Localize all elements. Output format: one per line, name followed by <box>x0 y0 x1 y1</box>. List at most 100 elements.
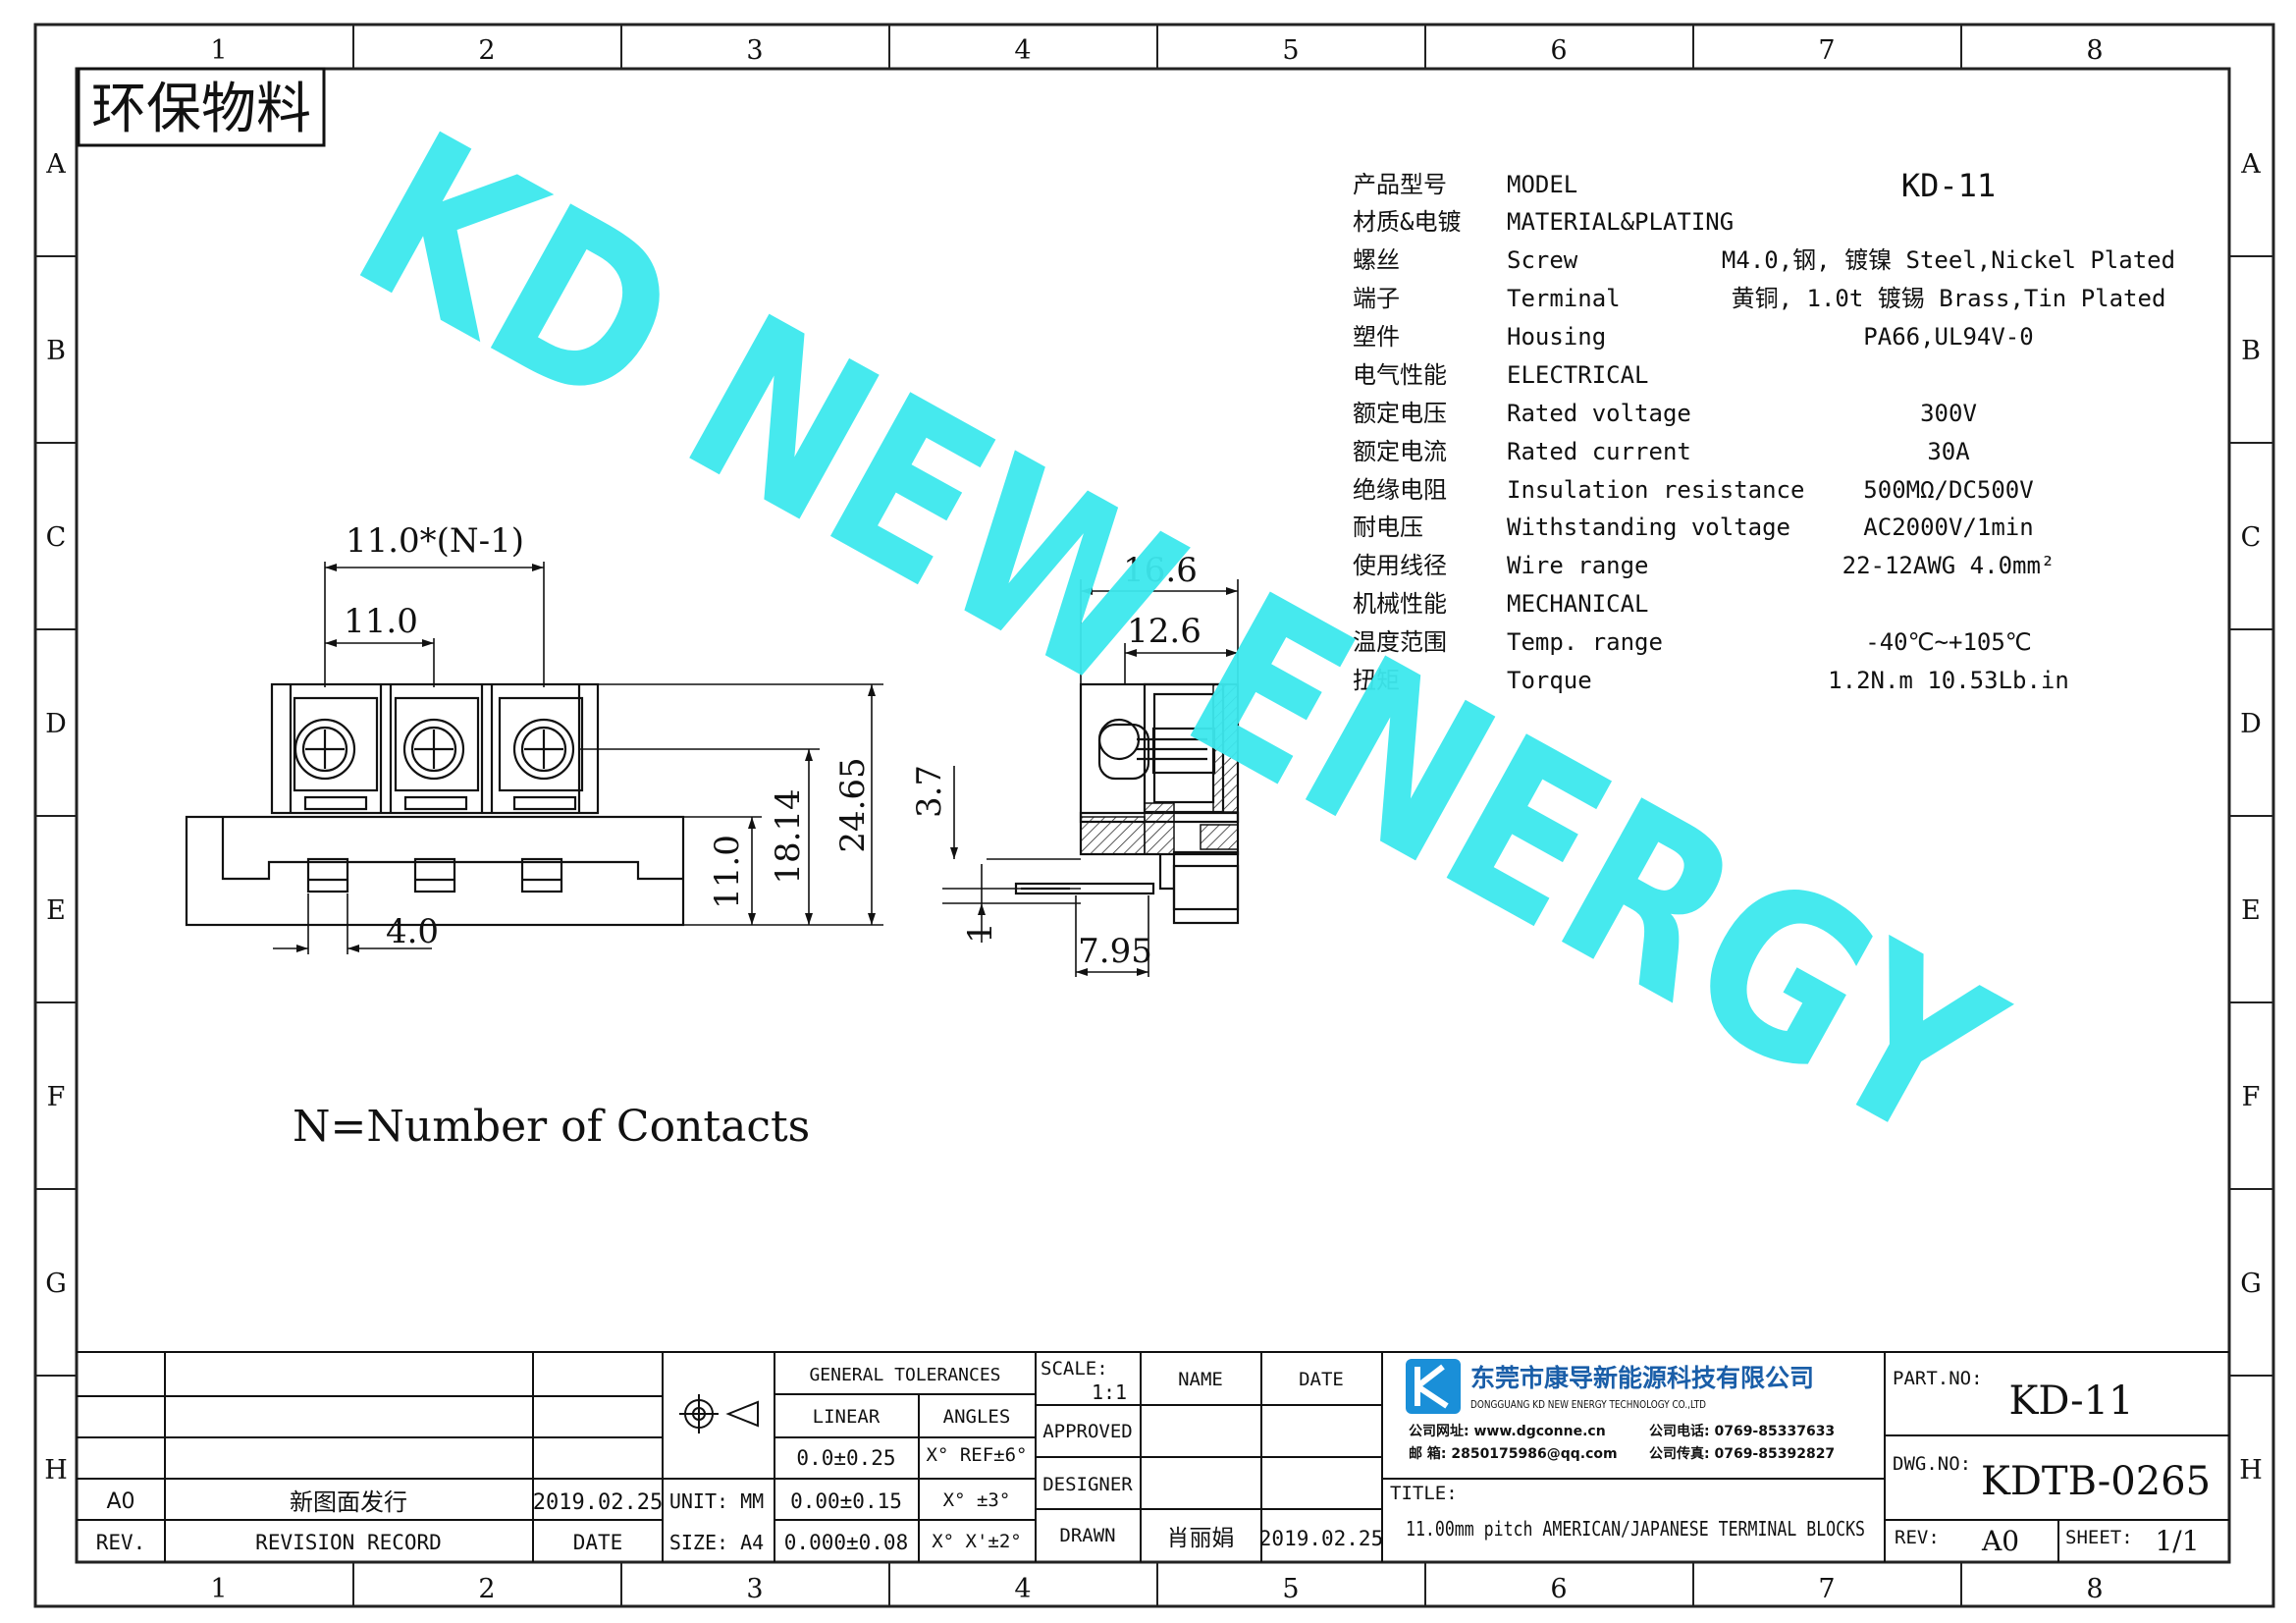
designer-label: DESIGNER <box>1042 1474 1133 1495</box>
spec-en-13: Torque <box>1507 667 1592 694</box>
spec-cn-10: 使用线径 <box>1353 552 1447 579</box>
front-view <box>185 682 685 927</box>
spec-en-3: Terminal <box>1507 285 1621 312</box>
company-fax: 公司传真: 0769-85392827 <box>1649 1445 1835 1462</box>
row-label-g-right: G <box>2240 1269 2262 1299</box>
dwg-no-label: DWG.NO: <box>1893 1453 1971 1475</box>
rev-date: 2019.02.25 <box>533 1490 663 1515</box>
company-phone: 公司电话: 0769-85337633 <box>1649 1423 1835 1439</box>
part-no-value: KD-11 <box>2008 1379 2133 1424</box>
company-cn: 东莞市康导新能源科技有限公司 <box>1470 1364 1814 1392</box>
dim-width-outer: 16.6 <box>1123 551 1198 590</box>
projection-symbol-icon <box>679 1394 759 1434</box>
row-label-d-right: D <box>2240 709 2262 739</box>
spec-val-2: M4.0,钢, 镀镍 Steel,Nickel Plated <box>1722 246 2175 274</box>
spec-en-5: ELECTRICAL <box>1507 361 1649 389</box>
tol-linear-1: 0.0±0.25 <box>796 1446 895 1470</box>
spec-en-4: Housing <box>1507 323 1606 351</box>
spec-val-10: 22-12AWG 4.0mm² <box>1842 552 2056 579</box>
approved-label: APPROVED <box>1042 1421 1133 1442</box>
rev-code: A0 <box>106 1489 134 1514</box>
spec-cn-3: 端子 <box>1353 285 1400 312</box>
spec-val-7: 30A <box>1927 438 1970 465</box>
drawn-date: 2019.02.25 <box>1259 1527 1383 1550</box>
rev-date-label: DATE <box>573 1531 623 1554</box>
company-logo-icon <box>1406 1359 1461 1414</box>
spec-cn-2: 螺丝 <box>1353 246 1400 274</box>
dim-height-mid: 18.14 <box>769 788 808 884</box>
scale-label: SCALE: <box>1041 1358 1108 1380</box>
col-label-1-top: 1 <box>210 35 227 66</box>
spec-cn-11: 机械性能 <box>1353 590 1447 618</box>
part-no-label: PART.NO: <box>1893 1368 1983 1389</box>
spec-en-1: MATERIAL&PLATING <box>1507 208 1734 236</box>
tol-angle-2: X° ±3° <box>943 1489 1011 1511</box>
row-label-c-left: C <box>46 522 67 553</box>
eco-stamp-box <box>77 67 326 147</box>
dim-width-inner: 12.6 <box>1127 612 1201 651</box>
row-label-f-left: F <box>47 1082 66 1112</box>
spec-en-8: Insulation resistance <box>1507 476 1804 504</box>
side-dimensions <box>942 579 1239 977</box>
col-label-4-bottom: 4 <box>1014 1574 1031 1604</box>
tol-linear-3: 0.000±0.08 <box>784 1531 908 1554</box>
side-hatch-2 <box>1144 802 1175 855</box>
row-label-g-left: G <box>45 1269 67 1299</box>
row-label-b-left: B <box>46 336 66 366</box>
row-label-c-right: C <box>2241 522 2262 553</box>
spec-cn-12: 温度范围 <box>1353 628 1447 656</box>
size-label: SIZE: A4 <box>669 1531 764 1554</box>
spec-cn-8: 绝缘电阻 <box>1353 476 1447 504</box>
angles-header: ANGLES <box>943 1406 1011 1428</box>
spec-cn-13: 扭矩 <box>1353 667 1400 694</box>
col-label-2-bottom: 2 <box>478 1574 495 1604</box>
row-label-h-left: H <box>44 1455 68 1486</box>
drawn-label: DRAWN <box>1059 1525 1115 1546</box>
spec-en-2: Screw <box>1507 246 1578 274</box>
rev-field-label: REV: <box>1895 1527 1940 1548</box>
spec-val-0: KD-11 <box>1901 167 1996 204</box>
sheet-label: SHEET: <box>2065 1527 2133 1548</box>
title-block <box>77 1351 2229 1562</box>
dim-side-h: 3.7 <box>910 765 949 818</box>
side-hatch-3 <box>1212 683 1239 813</box>
row-label-f-right: F <box>2242 1082 2261 1112</box>
rev-desc: 新图面发行 <box>290 1488 407 1516</box>
rev-field-value: A0 <box>1981 1525 2019 1557</box>
col-label-7-top: 7 <box>1818 35 1835 66</box>
company-website: 公司网址: www.dgconne.cn <box>1409 1423 1606 1439</box>
row-label-b-right: B <box>2241 336 2261 366</box>
unit-label: UNIT: MM <box>669 1489 764 1513</box>
col-label-4-top: 4 <box>1014 35 1031 66</box>
spec-val-4: PA66,UL94V-0 <box>1863 323 2033 351</box>
spec-en-10: Wire range <box>1507 552 1649 579</box>
spec-en-7: Rated current <box>1507 438 1691 465</box>
eco-stamp-text: 环保物料 <box>91 78 311 141</box>
spec-cn-5: 电气性能 <box>1353 361 1447 389</box>
col-label-6-top: 6 <box>1550 35 1567 66</box>
dim-side-t: 1 <box>961 922 1000 944</box>
col-label-8-top: 8 <box>2086 35 2103 66</box>
spec-cn-4: 塑件 <box>1353 323 1400 351</box>
spec-table: 产品型号 MODEL KD-11 材质&电镀 MATERIAL&PLATING … <box>1353 167 2175 694</box>
spec-cn-0: 产品型号 <box>1353 171 1447 198</box>
row-label-d-left: D <box>45 709 67 739</box>
dim-height-low: 11.0 <box>708 835 747 909</box>
dim-side-w: 7.95 <box>1078 932 1152 971</box>
title-label: TITLE: <box>1390 1483 1458 1504</box>
row-label-h-right: H <box>2239 1455 2263 1486</box>
rev-label: REV. <box>96 1531 146 1554</box>
dim-foot: 4.0 <box>386 912 439 951</box>
tol-linear-2: 0.00±0.15 <box>790 1489 902 1513</box>
linear-header: LINEAR <box>813 1406 881 1428</box>
col-label-6-bottom: 6 <box>1550 1574 1567 1604</box>
col-label-2-top: 2 <box>478 35 495 66</box>
col-label-1-bottom: 1 <box>210 1574 227 1604</box>
col-label-5-top: 5 <box>1282 35 1299 66</box>
col-label-3-top: 3 <box>746 35 763 66</box>
sheet-value: 1/1 <box>2155 1525 2199 1557</box>
spec-val-8: 500MΩ/DC500V <box>1863 476 2033 504</box>
spec-en-11: MECHANICAL <box>1507 590 1649 618</box>
dim-height-total: 24.65 <box>833 757 873 852</box>
